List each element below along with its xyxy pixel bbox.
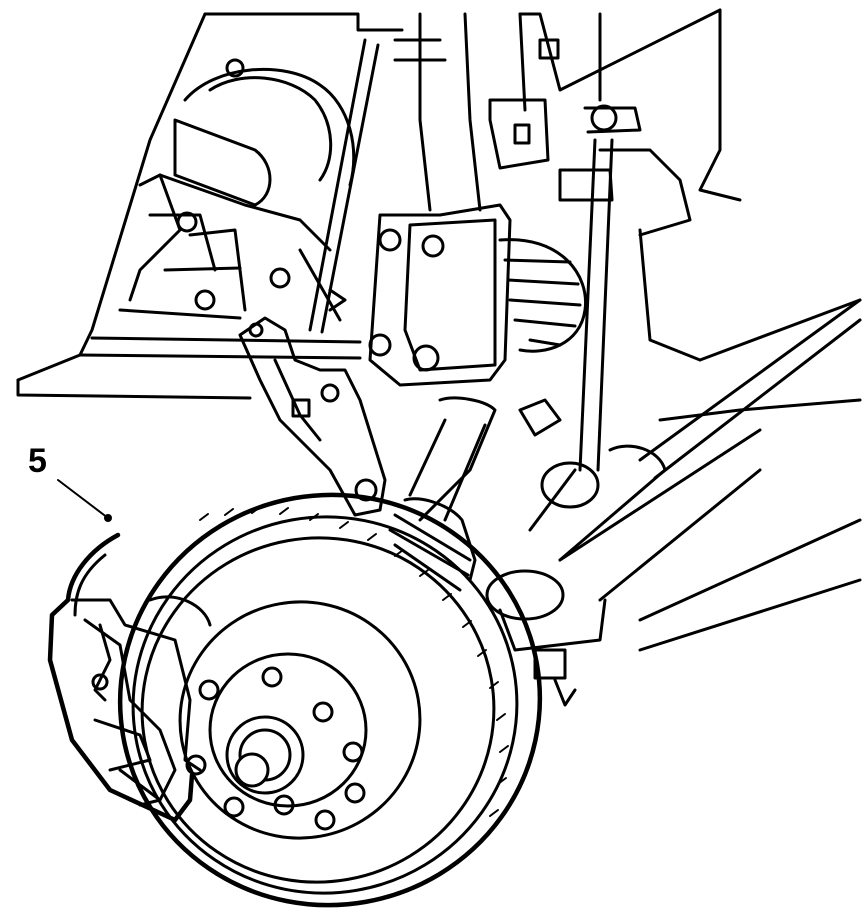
strut-bracket [368, 203, 512, 387]
brake-hose-bracket [238, 38, 387, 517]
callout-label: 5 [28, 442, 47, 480]
tie-rod-assembly [485, 298, 862, 707]
stabilizer-link [540, 104, 642, 509]
drive-shaft [388, 396, 562, 592]
cv-joint-boot [498, 238, 588, 353]
suspension-strut [393, 12, 692, 237]
callout-5: 5 [28, 442, 112, 522]
disc-vent-marks [199, 506, 509, 817]
vehicle-body-outline [16, 8, 862, 422]
wheel-hub [185, 666, 366, 831]
brake-caliper [47, 532, 212, 823]
brake-disc [117, 492, 543, 908]
transmission-housing [118, 58, 356, 322]
